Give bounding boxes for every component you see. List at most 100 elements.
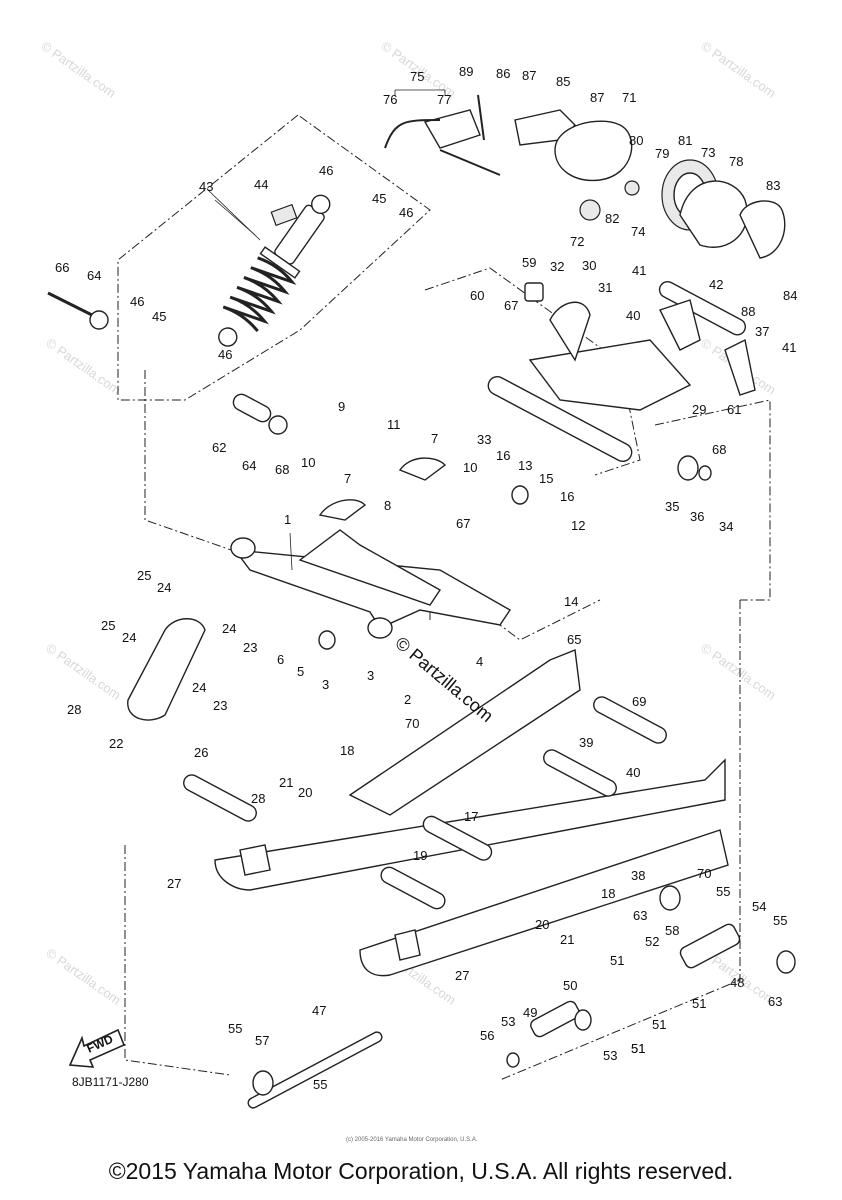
callout-17: 17 xyxy=(464,809,478,824)
callout-15: 15 xyxy=(539,471,553,486)
callout-51d: 51 xyxy=(631,1041,645,1056)
shock-spring xyxy=(222,256,297,332)
callout-41b: 41 xyxy=(782,340,796,355)
rear-hardware xyxy=(252,885,796,1096)
callout-47: 47 xyxy=(312,1003,326,1018)
callout-31: 31 xyxy=(598,280,612,295)
callout-1: 1 xyxy=(284,512,291,527)
callout-68: 68 xyxy=(712,442,726,457)
collar-13 xyxy=(511,485,529,505)
callout-43: 43 xyxy=(199,179,213,194)
watermark-text: © Partzilla.com xyxy=(38,38,118,101)
callout-73: 73 xyxy=(701,145,715,160)
callout-45b: 45 xyxy=(152,309,166,324)
adjuster-gearbox xyxy=(514,109,786,259)
callout-27b: 27 xyxy=(455,968,469,983)
arm-48 xyxy=(679,923,741,969)
fwd-arrow-shape xyxy=(68,1028,126,1068)
callout-24d: 24 xyxy=(192,680,206,695)
shaft-33 xyxy=(487,375,633,463)
callout-52: 52 xyxy=(645,934,659,949)
callout-70: 70 xyxy=(405,716,419,731)
callout-37: 37 xyxy=(755,324,769,339)
callout-66: 66 xyxy=(55,260,69,275)
callout-51b: 51 xyxy=(692,996,706,1011)
callout-55: 55 xyxy=(716,884,730,899)
rail-upper-right xyxy=(348,649,581,816)
watermark-text: © Partzilla.com xyxy=(43,945,123,1008)
callout-45: 45 xyxy=(372,191,386,206)
front-arm-cross xyxy=(298,529,442,606)
callout-35: 35 xyxy=(665,499,679,514)
callout-87b: 87 xyxy=(590,90,604,105)
arm-29 xyxy=(528,339,692,411)
footer-copyright: ©2015 Yamaha Motor Corporation, U.S.A. A… xyxy=(108,1158,734,1184)
spring-50 xyxy=(574,1009,592,1031)
callout-7: 7 xyxy=(431,431,438,446)
spring-seat xyxy=(259,246,301,279)
callout-30: 30 xyxy=(582,258,596,273)
callout-28: 28 xyxy=(67,702,81,717)
callout-81: 81 xyxy=(678,133,692,148)
callout-18: 18 xyxy=(340,743,354,758)
slide-rail-right xyxy=(214,649,729,977)
callout-54: 54 xyxy=(752,899,766,914)
bracket-37 xyxy=(724,338,756,396)
callout-58: 58 xyxy=(665,923,679,938)
gasket-78 xyxy=(679,180,748,248)
callout-21: 21 xyxy=(279,775,293,790)
washer-56 xyxy=(506,1052,520,1068)
bracket-75 xyxy=(394,89,446,96)
callout-2: 2 xyxy=(404,692,411,707)
rail-group-outline-right xyxy=(499,600,741,1081)
remote-adjuster xyxy=(384,94,501,176)
callout-82: 82 xyxy=(605,211,619,226)
callout-46c: 46 xyxy=(130,294,144,309)
callout-46d: 46 xyxy=(218,347,232,362)
plate-7-right xyxy=(398,457,447,481)
callout-4: 4 xyxy=(476,654,483,669)
arm-group-outline xyxy=(654,399,771,601)
leader-1 xyxy=(289,532,293,571)
callout-85: 85 xyxy=(556,74,570,89)
shaft-26 xyxy=(183,774,257,822)
rail-group-outline-left xyxy=(124,845,231,1076)
callout-78: 78 xyxy=(729,154,743,169)
callout-71: 71 xyxy=(622,90,636,105)
callout-76: 76 xyxy=(383,92,397,107)
callout-16b: 16 xyxy=(560,489,574,504)
callout-65: 65 xyxy=(567,632,581,647)
callout-49: 49 xyxy=(523,1005,537,1020)
callout-67b: 67 xyxy=(456,516,470,531)
leader-lines xyxy=(207,89,446,571)
callout-20b: 20 xyxy=(535,917,549,932)
callout-21b: 21 xyxy=(560,932,574,947)
leader-43b xyxy=(207,189,261,241)
callout-20: 20 xyxy=(298,785,312,800)
callout-11: 11 xyxy=(387,417,401,432)
callout-14: 14 xyxy=(564,594,578,609)
callout-83: 83 xyxy=(766,178,780,193)
shaft-39 xyxy=(543,749,617,797)
callout-44: 44 xyxy=(254,177,268,192)
callout-51e: 51 xyxy=(631,1041,645,1056)
shock-eye-top xyxy=(311,194,331,215)
callout-36: 36 xyxy=(690,509,704,524)
callout-8: 8 xyxy=(384,498,391,513)
callout-6: 6 xyxy=(277,652,284,667)
bracket-outline xyxy=(439,579,601,641)
bushing-57 xyxy=(252,1070,274,1096)
plate-7-left xyxy=(318,499,367,521)
shaft-19 xyxy=(380,866,446,910)
callout-67: 67 xyxy=(504,298,518,313)
callout-29: 29 xyxy=(692,402,706,417)
callout-23: 23 xyxy=(243,640,257,655)
callout-32: 32 xyxy=(550,259,564,274)
pinion-72 xyxy=(579,199,601,221)
shaft-69 xyxy=(593,696,667,744)
bolt-49 xyxy=(530,1000,580,1038)
callout-12: 12 xyxy=(571,518,585,533)
shaft-47 xyxy=(247,1031,383,1109)
callout-39: 39 xyxy=(579,735,593,750)
rear-arm xyxy=(487,280,756,481)
